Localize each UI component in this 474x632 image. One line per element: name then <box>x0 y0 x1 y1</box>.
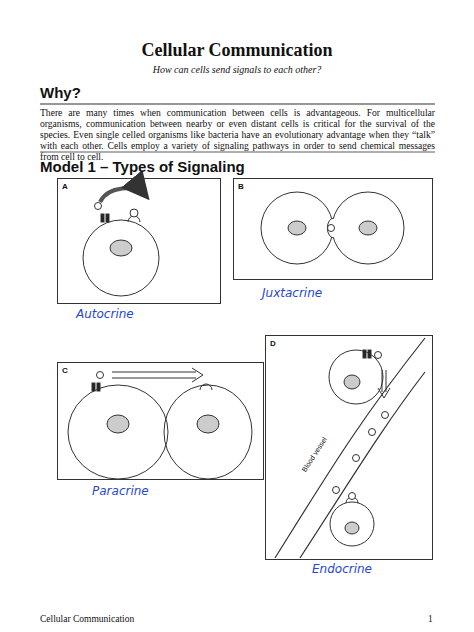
signal-molecule <box>349 493 356 500</box>
nucleus <box>359 221 377 235</box>
cell <box>83 220 159 296</box>
model-panel: A <box>57 178 221 304</box>
section-heading: Model 1 – Types of Signaling <box>40 158 245 175</box>
secretion-channel <box>97 383 100 391</box>
vessel-wall <box>300 372 425 558</box>
handwritten-label: Juxtacrine <box>262 286 322 300</box>
panel-letter: A <box>58 179 220 191</box>
signal-molecule <box>333 487 340 494</box>
secretion-channel <box>368 350 371 358</box>
model-panel: B <box>233 178 433 280</box>
nucleus <box>345 522 359 534</box>
section-heading: Why? <box>40 84 81 101</box>
vessel-wall <box>275 338 425 558</box>
footer-text: Cellular Communication <box>40 614 134 624</box>
open-arrow <box>112 368 203 382</box>
handwritten-label: Paracrine <box>92 484 149 498</box>
signal-molecule <box>353 455 360 462</box>
nucleus <box>288 221 306 235</box>
handwritten-label: Autocrine <box>76 307 134 321</box>
secretion-channel <box>101 214 104 222</box>
receptor <box>327 218 334 238</box>
signal-molecule <box>130 209 138 217</box>
nucleus <box>344 375 360 389</box>
body-paragraph: There are many times when communication … <box>40 107 435 162</box>
signal-molecule <box>382 412 389 419</box>
signal-molecule <box>375 352 382 359</box>
nucleus <box>107 415 129 433</box>
page-number: 1 <box>428 614 433 624</box>
cell <box>332 192 404 264</box>
receptor <box>200 384 212 390</box>
subtitle: How can cells send signals to each other… <box>0 64 474 75</box>
nucleus <box>110 240 132 256</box>
secretion-channel <box>106 214 109 222</box>
panel-letter: B <box>234 179 432 191</box>
rule <box>40 103 435 104</box>
handwritten-label: Endocrine <box>312 562 372 576</box>
model-panel: D <box>265 335 433 560</box>
panel-letter: C <box>58 363 263 375</box>
cell <box>68 385 168 479</box>
signal-molecule <box>95 203 102 210</box>
cell <box>164 385 252 479</box>
signal-molecule <box>369 429 376 436</box>
cell <box>261 192 333 264</box>
signal-molecule <box>97 372 104 379</box>
secretion-channel <box>92 383 95 391</box>
curved-arrow <box>100 188 146 202</box>
cell <box>330 502 374 546</box>
signal-molecule <box>328 225 335 232</box>
nucleus <box>197 415 219 433</box>
secretion-channel <box>363 350 366 358</box>
open-arrow <box>378 370 390 398</box>
vessel-label: Blood vessel <box>300 435 329 474</box>
page-title: Cellular Communication <box>0 40 474 61</box>
model-panel: C <box>57 362 264 480</box>
cell <box>329 350 383 404</box>
panel-letter: D <box>266 336 432 348</box>
